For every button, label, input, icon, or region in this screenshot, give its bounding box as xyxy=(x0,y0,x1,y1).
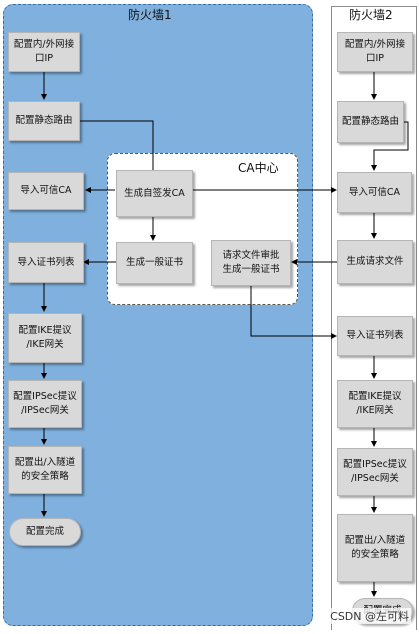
fw2-step-static-route: 配置静态路由 xyxy=(337,101,404,143)
fw1-step-interface-ip: 配置内/外网接 口IP xyxy=(8,32,80,72)
fw1-step-static-route: 配置静态路由 xyxy=(8,101,80,141)
csdn-watermark: CSDN @左可料 xyxy=(328,608,411,624)
arrow-route-to-selfsigned xyxy=(79,120,156,181)
ca-center-title: CA中心 xyxy=(238,161,279,175)
fw1-step-import-trusted-ca: 导入可信CA xyxy=(8,172,84,210)
fw2-step-ipsec-config: 配置IPSec提议 /IPSec网关 xyxy=(337,448,413,496)
ca-step-generate-self-signed: 生成自签发CA xyxy=(116,170,193,217)
fw1-step-ipsec-config: 配置IPSec提议 /IPSec网关 xyxy=(8,380,82,428)
fw1-step-ike-config: 配置IKE提议 /IKE网关 xyxy=(8,313,82,363)
fw2-step-generate-request: 生成请求文件 xyxy=(337,240,413,284)
fw1-step-tunnel-policy: 配置出/入隧道 的安全策略 xyxy=(8,446,82,494)
firewall1-title: 防火墙1 xyxy=(128,8,172,22)
fw1-step-import-cert-list: 导入证书列表 xyxy=(8,242,84,283)
arrow-approve-to-fw2-certlist xyxy=(250,286,337,339)
fw2-arrow-route-to-ca xyxy=(371,121,409,171)
fw2-step-tunnel-policy: 配置出/入隧道 的安全策略 xyxy=(337,514,413,582)
firewall2-title: 防火墙2 xyxy=(349,8,393,22)
ca-step-approve-request: 请求文件审批 生成一般证书 xyxy=(211,240,291,286)
fw2-step-interface-ip: 配置内/外网接 口IP xyxy=(337,32,413,72)
fw2-step-ike-config: 配置IKE提议 /IKE网关 xyxy=(337,380,413,428)
fw2-step-import-trusted-ca: 导入可信CA xyxy=(337,172,412,213)
ca-step-generate-general-cert: 生成一般证书 xyxy=(116,242,193,284)
fw2-step-import-cert-list: 导入证书列表 xyxy=(337,316,413,356)
fw1-end-config-complete: 配置完成 xyxy=(9,518,81,546)
firewall2-lane xyxy=(331,6,417,630)
